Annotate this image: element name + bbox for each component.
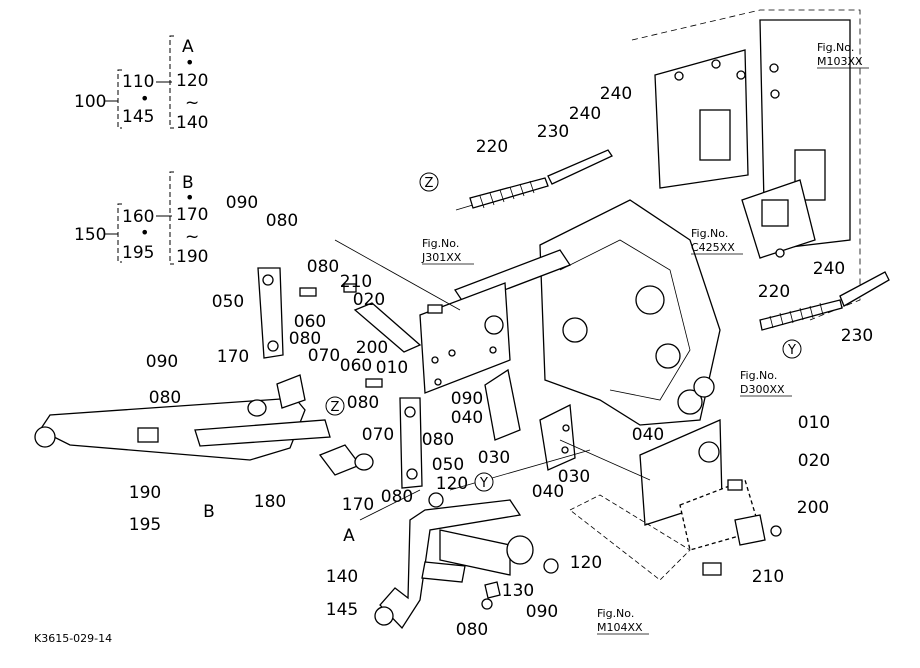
group-sub-170: 170: [176, 205, 208, 225]
part-label-090d: 090: [526, 602, 558, 622]
reference-markers: Z Z Y Y: [325, 172, 802, 492]
group-letter-B: B: [182, 173, 194, 193]
part-label-140a: 140: [326, 567, 358, 587]
part-label-200b: 200: [797, 498, 829, 518]
part-label-080b: 080: [307, 257, 339, 277]
svg-text:•: •: [140, 223, 149, 242]
part-label-180a: 180: [254, 492, 286, 512]
part-label-170a: 170: [217, 347, 249, 367]
part-label-080h: 080: [456, 620, 488, 640]
figref-label: Fig.No.: [597, 607, 634, 620]
part-label-090c: 090: [451, 389, 483, 409]
figref-label: Fig.No.: [422, 237, 459, 250]
part-label-060b: 060: [340, 356, 372, 376]
part-label-040b: 040: [532, 482, 564, 502]
part-label-080e: 080: [347, 393, 379, 413]
part-label-060a: 060: [294, 312, 326, 332]
part-label-170b: 170: [342, 495, 374, 515]
marker-letter: Z: [331, 400, 340, 415]
figref-label: Fig.No.: [691, 227, 728, 240]
figref-label: Fig.No.: [817, 41, 854, 54]
part-label-210a: 210: [340, 272, 372, 292]
part-label-090a: 090: [226, 193, 258, 213]
part-label-020a: 020: [353, 290, 385, 310]
part-label-010b: 010: [798, 413, 830, 433]
part-label-Aa: A: [343, 526, 355, 546]
part-label-Ba: B: [203, 502, 215, 522]
part-label-080a: 080: [266, 211, 298, 231]
figref-c425: Fig.No.C425XX: [691, 227, 743, 255]
part-label-040c: 040: [632, 425, 664, 445]
svg-text:•: •: [185, 53, 194, 72]
figref-d300: Fig.No.D300XX: [740, 369, 792, 397]
group-main-150: 150: [74, 225, 106, 245]
part-label-230a: 230: [537, 122, 569, 142]
part-label-230b: 230: [841, 326, 873, 346]
figref-m103: Fig.No.M103XX: [817, 41, 869, 69]
part-label-080c: 080: [289, 329, 321, 349]
figure-references: Fig.No.M103XXFig.No.J301XXFig.No.C425XXF…: [421, 41, 869, 635]
group-sub-110: 110: [122, 72, 154, 92]
figref-code: D300XX: [740, 383, 785, 396]
part-label-080g: 080: [381, 487, 413, 507]
group-sub-160: 160: [122, 207, 154, 227]
part-label-120a: 120: [436, 474, 468, 494]
assembly-legend: 100 110 • 145 A • 120 ~ 140 150 160 • 19…: [74, 35, 208, 267]
figref-j301: Fig.No.J301XX: [421, 237, 474, 265]
part-label-200a: 200: [356, 338, 388, 358]
part-label-070a: 070: [308, 346, 340, 366]
figref-code: M103XX: [817, 55, 863, 68]
figref-m104: Fig.No.M104XX: [597, 607, 649, 635]
group-sub-140: 140: [176, 113, 208, 133]
marker-Z2: Z: [325, 396, 345, 416]
part-label-010a: 010: [376, 358, 408, 378]
part-label-080f: 080: [422, 430, 454, 450]
part-label-030b: 030: [558, 467, 590, 487]
part-label-090b: 090: [146, 352, 178, 372]
marker-Y2: Y: [474, 472, 494, 492]
figref-label: Fig.No.: [740, 369, 777, 382]
part-label-210b: 210: [752, 567, 784, 587]
marker-letter: Y: [479, 476, 488, 491]
part-label-195a: 195: [129, 515, 161, 535]
group-main-100: 100: [74, 92, 106, 112]
part-label-020b: 020: [798, 451, 830, 471]
part-label-050b: 050: [432, 455, 464, 475]
marker-letter: Z: [425, 176, 434, 191]
part-label-050a: 050: [212, 292, 244, 312]
group-sub-190: 190: [176, 247, 208, 267]
part-label-040a: 040: [451, 408, 483, 428]
group-sub-145: 145: [122, 107, 154, 127]
part-label-120b: 120: [570, 553, 602, 573]
marker-letter: Y: [787, 343, 796, 358]
part-label-240c: 240: [813, 259, 845, 279]
svg-text:~: ~: [185, 227, 199, 247]
part-label-220b: 220: [758, 282, 790, 302]
part-label-030a: 030: [478, 448, 510, 468]
part-label-240b: 240: [569, 104, 601, 124]
marker-Y1: Y: [782, 339, 802, 359]
part-label-240a: 240: [600, 84, 632, 104]
figref-code: C425XX: [691, 241, 735, 254]
part-label-190a: 190: [129, 483, 161, 503]
svg-text:~: ~: [185, 93, 199, 113]
marker-Z1: Z: [419, 172, 439, 192]
group-sub-120: 120: [176, 71, 208, 91]
svg-text:•: •: [185, 188, 194, 207]
figref-code: M104XX: [597, 621, 643, 634]
part-label-130a: 130: [502, 581, 534, 601]
part-label-080d: 080: [149, 388, 181, 408]
part-label-220a: 220: [476, 137, 508, 157]
svg-text:•: •: [140, 89, 149, 108]
part-drawings: [34, 9, 890, 630]
figref-code: J301XX: [421, 251, 462, 264]
group-letter-A: A: [182, 37, 194, 57]
group-sub-195: 195: [122, 243, 154, 263]
part-label-145a: 145: [326, 600, 358, 620]
part-label-070b: 070: [362, 425, 394, 445]
drawing-reference-number: K3615-029-14: [34, 632, 112, 645]
